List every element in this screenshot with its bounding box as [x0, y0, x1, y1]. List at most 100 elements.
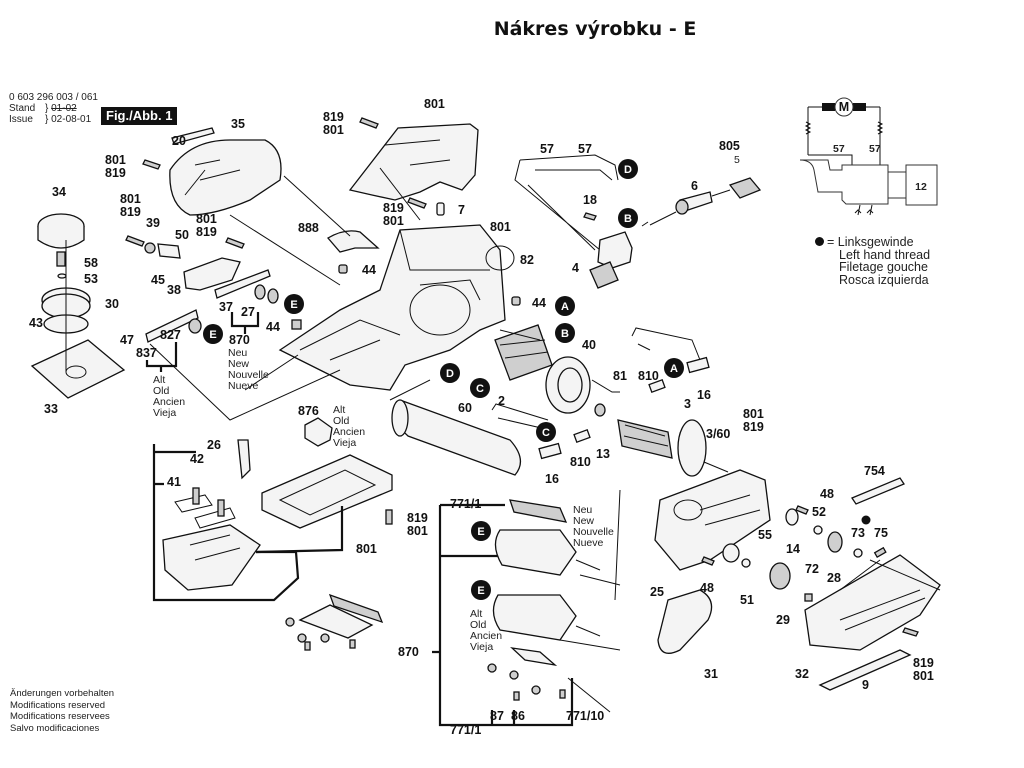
stand-label: Stand — [9, 103, 36, 114]
shoe-part — [261, 454, 393, 529]
callout: 7 — [458, 203, 465, 217]
gear-part — [769, 562, 791, 590]
callout: 47 — [120, 333, 134, 347]
callout: 801 — [743, 407, 764, 421]
callout: 870 — [398, 645, 419, 659]
brush-part — [648, 379, 666, 393]
callout: 57 — [578, 142, 592, 156]
document-meta: 0 603 296 003 / 061 Stand} 01-02 Issue} … — [9, 92, 98, 125]
callout: 819 — [383, 201, 404, 215]
callout: 3 — [684, 397, 691, 411]
blade-holder-part — [510, 647, 558, 667]
svg-text:C: C — [542, 427, 550, 439]
callout: 50 — [175, 228, 189, 242]
drum-part — [494, 529, 577, 576]
callout: 60 — [458, 401, 472, 415]
page-title: Nákres výrobku - E — [493, 18, 697, 40]
pin-part — [873, 546, 887, 558]
washer-part — [741, 558, 751, 568]
note-old: Old — [470, 619, 487, 631]
callout: 18 — [583, 193, 597, 207]
damper-part — [511, 296, 521, 306]
svg-text:B: B — [624, 213, 632, 225]
note-old: Vieja — [333, 437, 356, 449]
callout: 827 — [160, 328, 181, 342]
belt-housing-part — [654, 469, 771, 571]
callout: 805 — [719, 139, 740, 153]
callout: 801 — [407, 524, 428, 538]
plate-part — [304, 417, 333, 447]
clip-part — [157, 243, 181, 259]
callout: 801 — [424, 97, 445, 111]
callout: 837 — [136, 346, 157, 360]
note-old: Alt — [333, 404, 345, 416]
screw-part — [125, 235, 145, 247]
callout: 72 — [805, 562, 819, 576]
group-bracket — [255, 506, 344, 554]
marker-E — [284, 294, 304, 314]
callout: 57 — [540, 142, 554, 156]
svg-text:B: B — [561, 328, 569, 340]
note-new: Nueve — [573, 537, 604, 549]
disclaimer: Änderungen vorbehalten Modifications res… — [10, 688, 114, 734]
svg-text:E: E — [477, 585, 484, 597]
callout: 43 — [29, 316, 43, 330]
plate-part — [214, 269, 271, 299]
stand-date: 01-02 — [51, 103, 77, 114]
legend-line: Rosca izquierda — [839, 272, 929, 287]
insert-part — [327, 230, 380, 253]
screw-part — [192, 487, 200, 505]
note-new: Neu — [573, 504, 592, 516]
issue-date: 02-08-01 — [51, 114, 92, 125]
part-number: 0 603 296 003 / 061 — [9, 92, 98, 103]
assembly-lines — [149, 167, 941, 651]
note-old: Vieja — [153, 407, 176, 419]
marker-B — [618, 208, 638, 228]
note-new: Nouvelle — [228, 369, 269, 381]
wire-label: 57 — [869, 143, 881, 155]
note-old: Ancien — [153, 396, 185, 408]
bearing-part — [594, 403, 606, 417]
marker-C — [470, 378, 490, 398]
capacitor-box — [905, 164, 938, 206]
disclaimer-line: Modifications reserved — [10, 699, 106, 711]
bearing-part — [188, 318, 202, 334]
pin-part — [804, 593, 813, 602]
callout: 876 — [298, 404, 319, 418]
marker-A — [664, 358, 684, 378]
screw-part — [56, 251, 66, 267]
callout: 73 — [851, 526, 865, 540]
callout: 13 — [596, 447, 610, 461]
version-notes: Neu New Nouvelle Nueve Alt Old Ancien Vi… — [153, 347, 614, 653]
marker-B — [555, 323, 575, 343]
bearing-part — [267, 288, 279, 304]
callout: 48 — [700, 581, 714, 595]
callout: 40 — [582, 338, 596, 352]
svg-text:A: A — [670, 363, 678, 375]
callout: 28 — [827, 571, 841, 585]
terminal-icon — [854, 204, 874, 216]
blade-part — [328, 593, 384, 624]
callout: 51 — [740, 593, 754, 607]
figure-badge: Fig./Abb. 1 — [101, 107, 178, 125]
bearing-part — [254, 284, 266, 300]
brace-icon: } — [45, 103, 52, 114]
callout: 48 — [820, 487, 834, 501]
marker-E — [471, 521, 491, 541]
svg-text:D: D — [446, 368, 454, 380]
brace-icon: } — [45, 114, 52, 125]
scale-plate — [30, 339, 126, 399]
callout: 819 — [913, 656, 934, 670]
handle-cover — [348, 117, 479, 216]
callout: 754 — [864, 464, 885, 478]
callout: 801 — [196, 212, 217, 226]
group-bracket — [432, 503, 574, 727]
wire-label: 57 — [833, 143, 845, 155]
main-housing — [278, 224, 521, 391]
callout: 801 — [105, 153, 126, 167]
switch-body — [799, 159, 889, 205]
belt-cover-part — [804, 554, 941, 651]
screw-part — [407, 197, 427, 209]
motor-assembly — [391, 324, 729, 477]
